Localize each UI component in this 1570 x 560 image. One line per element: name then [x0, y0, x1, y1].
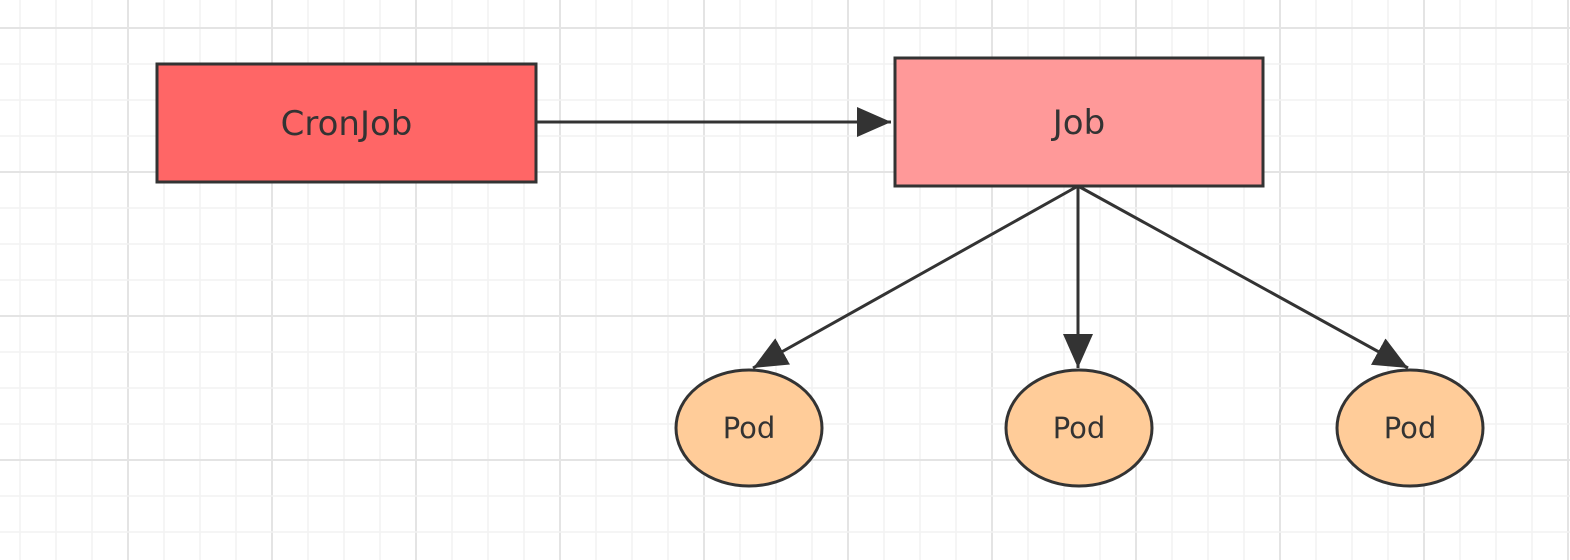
edge-job-to-pod-right[interactable] — [1077, 184, 1409, 370]
edge-job-to-pod-left[interactable] — [752, 184, 1079, 370]
node-job[interactable]: Job — [893, 56, 1265, 188]
node-pod-center[interactable]: Pod — [1004, 368, 1154, 488]
node-pod-center-shape[interactable] — [1004, 368, 1154, 488]
node-pod-right-shape[interactable] — [1335, 368, 1485, 488]
node-cronjob[interactable]: CronJob — [155, 62, 538, 184]
node-pod-right-label: Pod — [1384, 411, 1437, 445]
node-pod-left[interactable]: Pod — [674, 368, 824, 488]
node-pod-right[interactable]: Pod — [1335, 368, 1485, 488]
node-cronjob-box[interactable] — [155, 62, 538, 184]
node-pod-left-shape[interactable] — [674, 368, 824, 488]
node-job-label: Job — [1051, 103, 1105, 143]
node-cronjob-label: CronJob — [281, 104, 413, 144]
node-pod-center-label: Pod — [1053, 411, 1106, 445]
node-job-box[interactable] — [893, 56, 1265, 188]
node-pod-left-label: Pod — [723, 411, 776, 445]
edges — [537, 107, 1409, 370]
